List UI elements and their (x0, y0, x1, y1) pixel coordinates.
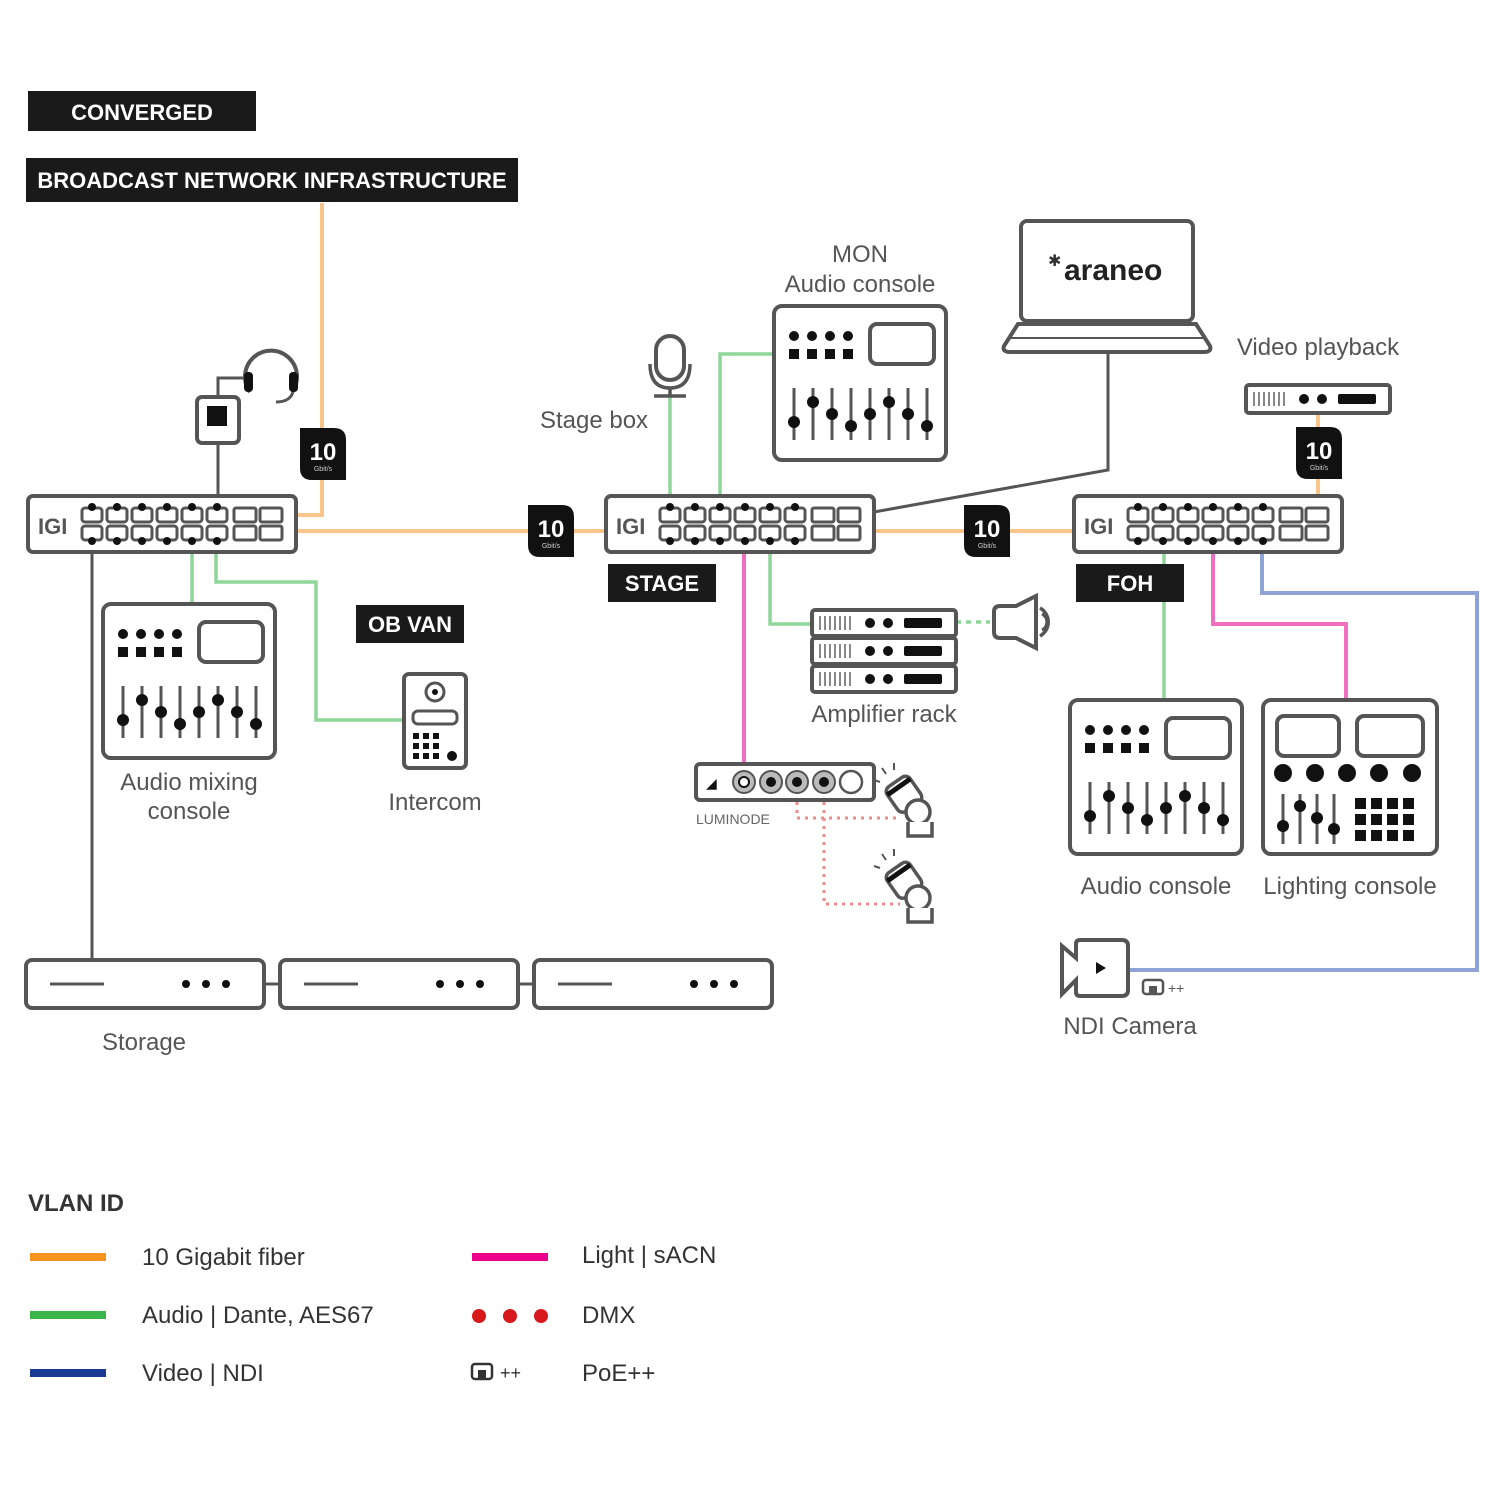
legend-item-dmx: DMX (472, 1302, 635, 1329)
svg-text:Light | sACN: Light | sACN (582, 1242, 716, 1269)
storage-unit (532, 958, 774, 1010)
svg-text:Audio | Dante, AES67: Audio | Dante, AES67 (142, 1302, 374, 1329)
svg-text:10 Gigabit fiber: 10 Gigabit fiber (142, 1244, 305, 1271)
intercom-panel[interactable] (402, 672, 468, 770)
moving-head-light-icon (874, 849, 932, 922)
fiber-badge: 10 Gbit/s (964, 505, 1010, 557)
amplifier-rack[interactable] (810, 608, 958, 694)
svg-text:++: ++ (500, 1363, 521, 1383)
microphone-icon (648, 334, 692, 398)
mon-audio-console[interactable] (772, 304, 948, 462)
svg-text:Gbit/s: Gbit/s (542, 543, 561, 550)
stage-tag: STAGE (608, 564, 716, 602)
switch-left[interactable]: IGI (26, 494, 298, 554)
audio-mon-to-stage (718, 352, 774, 508)
fiber-badge: 10 Gbit/s (1296, 427, 1342, 479)
play-icon (1096, 962, 1106, 974)
headset-icon (243, 348, 299, 404)
video-foh-to-camera (1128, 540, 1479, 972)
audio-stage-to-amp (768, 540, 812, 626)
cable-laptop-to-stage (873, 350, 1110, 514)
svg-text:Gbit/s: Gbit/s (314, 466, 333, 473)
legend-title: VLAN ID (28, 1190, 124, 1217)
luminode-device[interactable]: ◢ (694, 762, 876, 802)
svg-text:10: 10 (310, 439, 337, 466)
legend-item-light: Light | sACN (472, 1242, 716, 1269)
luminode-logo-icon: ◢ (706, 775, 717, 791)
ndi-camera[interactable] (1060, 938, 1130, 999)
video-playback-label: Video playback (1237, 334, 1400, 361)
audio-console-label: Audio console (1081, 873, 1232, 900)
svg-text:STAGE: STAGE (625, 571, 699, 596)
moving-head-light-icon (874, 763, 932, 836)
intercom-label: Intercom (388, 789, 481, 816)
audio-mixing-console[interactable] (101, 602, 277, 760)
ndi-camera-label: NDI Camera (1063, 1013, 1197, 1040)
svg-text:BROADCAST NETWORK INFRASTRUCTU: BROADCAST NETWORK INFRASTRUCTURE (37, 168, 506, 193)
fiber-badge: 10 Gbit/s (300, 428, 346, 480)
intercom-beltpack-icon[interactable] (195, 395, 241, 445)
foh-tag: FOH (1076, 564, 1184, 602)
svg-text:FOH: FOH (1107, 571, 1153, 596)
svg-text:10: 10 (1306, 438, 1333, 465)
dmx-luminode-to-light2 (822, 794, 900, 906)
svg-text:Gbit/s: Gbit/s (1310, 465, 1329, 472)
cables (90, 203, 1479, 972)
laptop-araneo[interactable]: ✱ araneo (1001, 219, 1213, 354)
audio-mixing-console-label: Audio mixing (120, 769, 257, 796)
svg-text:DMX: DMX (582, 1302, 635, 1329)
storage-unit (24, 958, 266, 1010)
svg-text:Video | NDI: Video | NDI (142, 1360, 264, 1387)
storage-array[interactable] (24, 958, 774, 1010)
storage-label: Storage (102, 1029, 186, 1056)
araneo-logo-icon: ✱ (1048, 253, 1061, 270)
luminode-label: LUMINODE (696, 811, 770, 827)
cable-headset-box (216, 376, 248, 398)
legend: VLAN ID 10 Gigabit fiber Audio | Dante, … (28, 1190, 716, 1387)
legend-item-audio: Audio | Dante, AES67 (30, 1302, 374, 1329)
ob-van-tag: OB VAN (356, 605, 464, 643)
video-playback-device[interactable] (1244, 383, 1392, 415)
svg-text:10: 10 (538, 516, 565, 543)
lighting-console-label: Lighting console (1263, 873, 1436, 900)
converged-tag: CONVERGED (28, 91, 256, 131)
svg-text:PoE++: PoE++ (582, 1360, 655, 1387)
light-foh-to-lighting-console (1211, 540, 1348, 700)
switch-foh[interactable]: IGI (1072, 494, 1344, 554)
stage-box-label: Stage box (540, 407, 648, 434)
legend-item-poe: ++ PoE++ (470, 1360, 655, 1387)
svg-text:Gbit/s: Gbit/s (978, 543, 997, 550)
svg-text:CONVERGED: CONVERGED (71, 100, 213, 125)
audio-left-to-intercom (214, 540, 404, 722)
mon-console-label: Audio console (785, 271, 936, 298)
speaker-icon (992, 592, 1050, 652)
infrastructure-tag[interactable]: BROADCAST NETWORK INFRASTRUCTURE (26, 158, 518, 202)
poe-icon (470, 1362, 494, 1381)
svg-text:10: 10 (974, 516, 1001, 543)
switch-stage[interactable]: IGI (604, 494, 876, 554)
svg-text:IGI: IGI (1084, 514, 1113, 539)
audio-mixing-console-label: console (148, 798, 231, 825)
poe-icon: ++ (1141, 978, 1184, 996)
svg-text:IGI: IGI (616, 514, 645, 539)
svg-text:OB VAN: OB VAN (368, 612, 452, 637)
araneo-logo: araneo (1064, 254, 1162, 287)
amplifier-rack-label: Amplifier rack (811, 701, 957, 728)
svg-text:IGI: IGI (38, 514, 67, 539)
legend-item-video: Video | NDI (30, 1360, 264, 1387)
legend-item-fiber: 10 Gigabit fiber (30, 1244, 305, 1271)
mon-console-label: MON (832, 241, 888, 268)
lighting-console[interactable] (1261, 698, 1439, 856)
storage-unit (278, 958, 520, 1010)
svg-text:++: ++ (1168, 980, 1184, 996)
foh-audio-console[interactable] (1068, 698, 1244, 856)
fiber-badge: 10 Gbit/s (528, 505, 574, 557)
